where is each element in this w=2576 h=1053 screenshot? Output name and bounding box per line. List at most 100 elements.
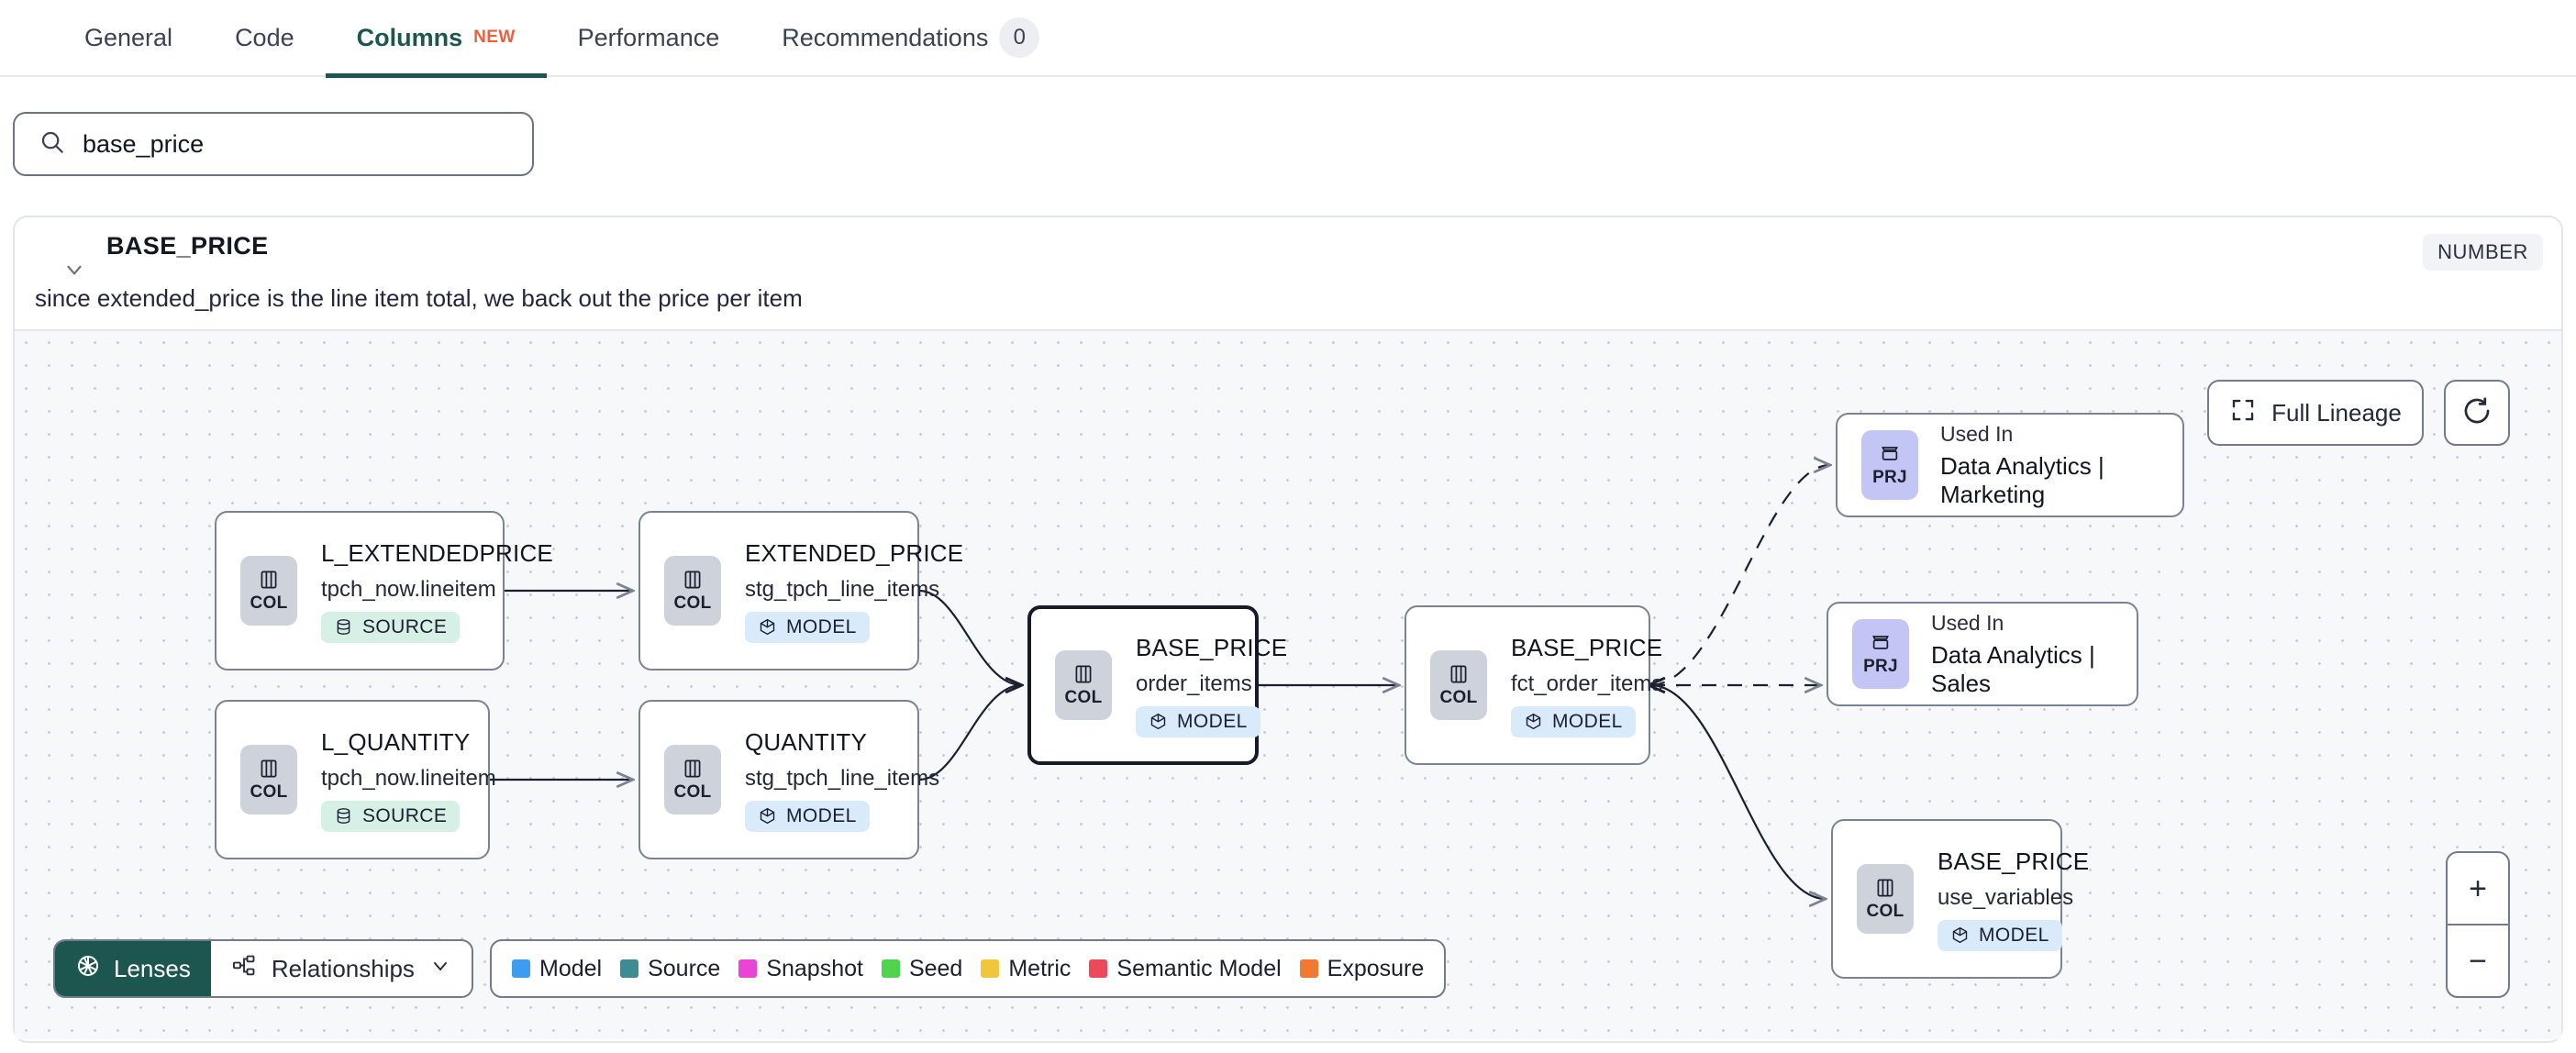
search-icon [39, 128, 66, 161]
node-title: Data Analytics | Sales [1931, 640, 2095, 697]
col-badge-label: COL [1439, 688, 1478, 707]
full-lineage-button[interactable]: Full Lineage [2207, 380, 2424, 446]
prj-badge-label: PRJ [1863, 657, 1898, 676]
lineage-node-base-price-use-variables[interactable]: COL BASE_PRICE use_variables MODEL [1831, 819, 2089, 979]
chevron-down-icon[interactable] [62, 258, 86, 282]
tab-label: Columns [356, 23, 463, 51]
node-subtitle: fct_order_items [1511, 671, 1663, 696]
legend-label: Model [539, 955, 603, 981]
zoom-in-button[interactable]: + [2448, 853, 2508, 924]
archive-icon [1872, 636, 1889, 649]
tab-code[interactable]: Code [204, 0, 326, 76]
col-badge: COL [664, 745, 721, 815]
node-title: BASE_PRICE [1938, 847, 2090, 875]
legend-swatch [512, 959, 530, 978]
refresh-button[interactable] [2444, 380, 2510, 446]
prj-badge: PRJ [1852, 619, 1909, 689]
tab-bar: General Code Columns NEW Performance Rec… [0, 0, 2576, 78]
col-badge: COL [664, 556, 721, 626]
tab-label: General [84, 23, 173, 51]
legend-item-semantic-model: Semantic Model [1089, 956, 1282, 982]
lineage-node-l-quantity[interactable]: COL L_QUANTITY tpch_now.lineitem SOURCE [215, 700, 496, 859]
zoom-out-label: − [2469, 943, 2487, 979]
zoom-controls: + − [2446, 851, 2510, 998]
column-description: since extended_price is the line item to… [35, 284, 803, 312]
relationships-icon [231, 953, 257, 985]
node-type-pill: SOURCE [321, 800, 461, 832]
lineage-edges [490, 331, 2561, 1039]
chevron-down-icon [429, 955, 451, 983]
relationships-dropdown[interactable]: Relationships [211, 941, 472, 996]
node-subtitle: tpch_now.lineitem [321, 576, 496, 602]
node-type-label: MODEL [786, 804, 857, 826]
legend-swatch [1089, 959, 1108, 978]
node-type-pill: MODEL [1136, 705, 1260, 737]
legend-item-model: Model [512, 956, 602, 982]
node-title: Data Analytics | Marketing [1940, 451, 2104, 508]
lineage-node-project-marketing[interactable]: PRJ Used In Data Analytics | Marketing [1836, 413, 2184, 517]
col-badge-label: COL [1064, 688, 1103, 707]
col-badge-label: COL [250, 593, 288, 613]
legend-label: Metric [1008, 955, 1071, 981]
col-badge: COL [240, 745, 297, 815]
node-type-label: MODEL [1552, 710, 1623, 732]
legend-item-seed: Seed [881, 955, 963, 982]
tab-general[interactable]: General [53, 0, 204, 76]
database-icon [337, 619, 350, 635]
node-used-in-label: Used In [1931, 610, 2004, 635]
legend-label: Seed [908, 955, 963, 981]
node-type-pill: MODEL [1938, 919, 2062, 951]
lineage-node-quantity[interactable]: COL QUANTITY stg_tpch_line_items MODEL [638, 700, 939, 859]
col-badge-label: COL [673, 593, 712, 613]
card-header [15, 217, 2561, 335]
refresh-icon [2461, 395, 2493, 431]
col-badge: COL [240, 556, 297, 626]
legend-label: Source [648, 955, 721, 981]
search-area: base_price [13, 112, 534, 176]
legend-item-exposure: Exposure [1299, 955, 1425, 982]
tab-label: Recommendations [782, 23, 989, 51]
zoom-out-button[interactable]: − [2448, 924, 2508, 996]
recommendations-count-badge: 0 [999, 17, 1040, 58]
lenses-button[interactable]: Lenses [55, 941, 211, 996]
cube-icon [760, 807, 775, 825]
tab-label: Performance [577, 23, 720, 51]
expand-icon [2229, 396, 2257, 430]
lineage-canvas[interactable]: COL L_EXTENDEDPRICE tpch_now.lineitem SO… [15, 329, 2561, 1039]
node-subtitle: order_items [1136, 671, 1252, 696]
legend-label: Exposure [1327, 955, 1425, 981]
tab-performance[interactable]: Performance [547, 0, 751, 76]
cube-icon [1526, 713, 1541, 730]
tab-recommendations[interactable]: Recommendations 0 [750, 0, 1071, 76]
lineage-node-extended-price[interactable]: COL EXTENDED_PRICE stg_tpch_line_items M… [638, 511, 963, 671]
node-type-pill: SOURCE [321, 611, 461, 643]
legend-swatch [738, 959, 758, 978]
aperture-icon [75, 953, 101, 985]
col-badge-label: COL [250, 782, 288, 802]
legend-item-source: Source [620, 956, 720, 982]
database-icon [337, 808, 350, 824]
lineage-legend: Model Source Snapshot Seed Metric Semant… [490, 939, 1447, 998]
cube-icon [1952, 926, 1968, 944]
lineage-node-l-extendedprice[interactable]: COL L_EXTENDEDPRICE tpch_now.lineitem SO… [215, 511, 553, 671]
lenses-label: Lenses [114, 954, 191, 982]
node-title: EXTENDED_PRICE [745, 538, 964, 567]
node-used-in-label: Used In [1940, 421, 2014, 446]
legend-item-metric: Metric [981, 956, 1071, 982]
tab-label: Code [235, 23, 294, 51]
col-badge-label: COL [673, 782, 712, 802]
node-type-pill: MODEL [745, 611, 870, 643]
node-subtitle: stg_tpch_line_items [745, 765, 940, 791]
prj-badge: PRJ [1861, 430, 1918, 500]
node-subtitle: use_variables [1938, 884, 2074, 910]
lineage-node-project-sales[interactable]: PRJ Used In Data Analytics | Sales [1827, 602, 2138, 706]
search-input[interactable]: base_price [13, 112, 534, 176]
lineage-node-base-price-order-items[interactable]: COL BASE_PRICE order_items MODEL [1027, 605, 1287, 765]
prj-badge-label: PRJ [1872, 468, 1907, 487]
tab-columns[interactable]: Columns NEW [325, 0, 547, 78]
lineage-node-base-price-fct-order-items[interactable]: COL BASE_PRICE fct_order_items MODEL [1405, 605, 1662, 765]
col-badge: COL [1055, 650, 1112, 720]
node-title: BASE_PRICE [1136, 633, 1288, 661]
column-type-badge: NUMBER [2423, 234, 2543, 271]
node-title: L_EXTENDEDPRICE [321, 538, 553, 567]
